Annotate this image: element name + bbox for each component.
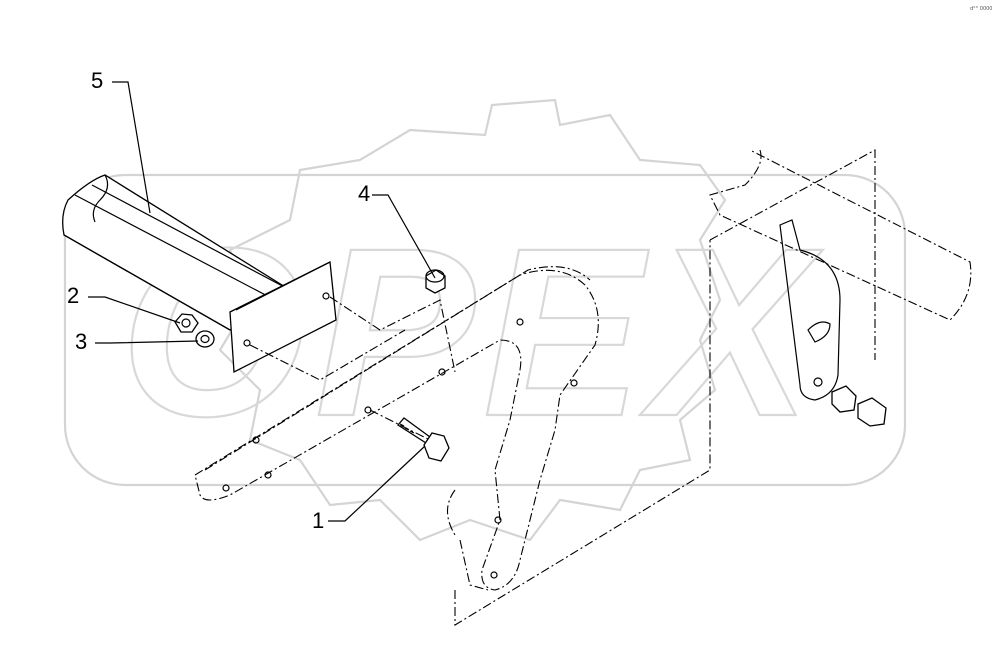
- corner-code: d°° 0000: [970, 6, 993, 12]
- watermark-rounded-rect: [63, 173, 907, 487]
- leader-5: [112, 81, 151, 214]
- callout-4: 4: [358, 181, 371, 206]
- leader-lines: [88, 81, 436, 522]
- watermark-text: OPEX: [120, 198, 824, 466]
- callout-2: 2: [67, 283, 80, 308]
- leader-1: [328, 445, 426, 522]
- part-2-nut: [174, 313, 199, 333]
- callout-3: 3: [75, 329, 88, 354]
- part-5-beam: [62, 174, 337, 374]
- part-4-bushing: [425, 269, 446, 294]
- dashed-bracket: [194, 240, 711, 626]
- leader-3: [95, 340, 199, 344]
- leader-4: [372, 194, 436, 279]
- right-assembly: [709, 149, 972, 427]
- leader-2: [88, 296, 181, 324]
- part-1-bolt: [397, 417, 450, 462]
- callout-1: 1: [312, 508, 325, 533]
- part-3-washer: [195, 330, 215, 348]
- callout-5: 5: [91, 68, 104, 93]
